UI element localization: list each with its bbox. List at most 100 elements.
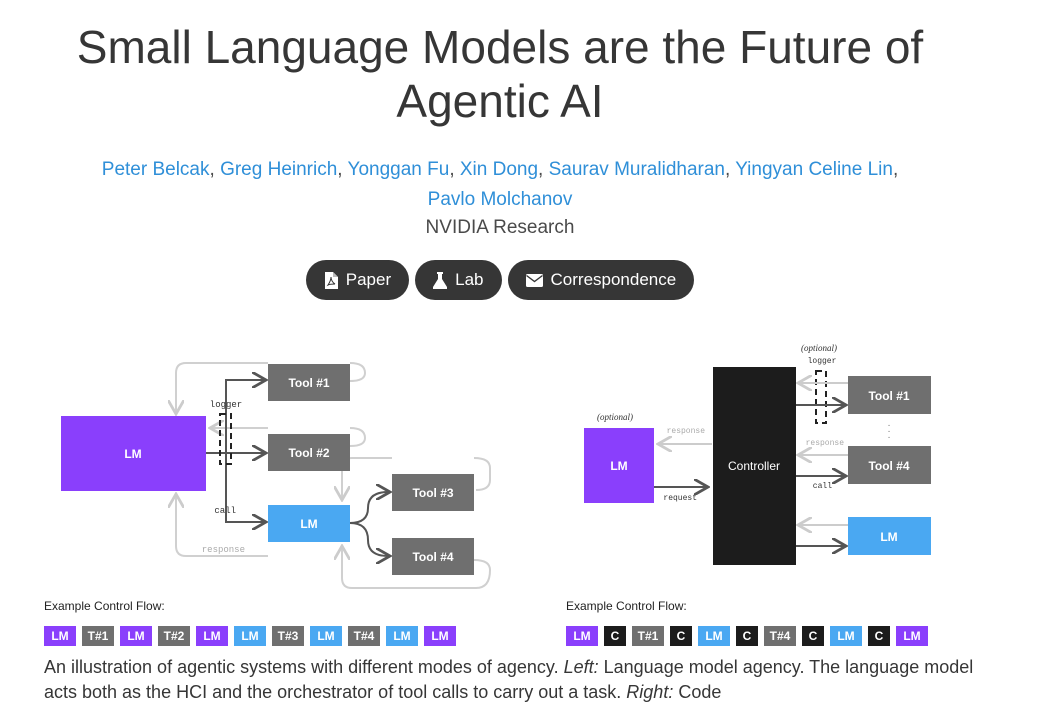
- optional-top-label: (optional): [801, 343, 837, 353]
- author-sep: ,: [724, 159, 736, 180]
- call-arrow-lm: [225, 453, 264, 522]
- flow-chip: LM: [120, 626, 152, 646]
- paper-button[interactable]: Paper: [305, 260, 410, 300]
- envelope-icon: [525, 273, 543, 287]
- tool3-box: [392, 474, 474, 511]
- right-response2-label: response: [806, 439, 845, 448]
- left-flow-label: Example Control Flow:: [44, 599, 165, 613]
- call-arrow-tool4: [349, 522, 388, 556]
- flask-icon: [433, 271, 448, 289]
- caption-text: Code: [673, 682, 722, 702]
- tool1-box: [268, 364, 350, 401]
- tool1-label: Tool #1: [288, 376, 329, 390]
- tool4-label: Tool #4: [412, 550, 453, 564]
- right-logger-box: [815, 370, 827, 424]
- tool3-label: Tool #3: [412, 486, 453, 500]
- flow-chip: C: [868, 626, 890, 646]
- logger-label: logger: [210, 400, 242, 410]
- tool2-box: [268, 434, 350, 471]
- flow-chip: T#2: [158, 626, 190, 646]
- flow-chip: LM: [566, 626, 598, 646]
- tool4-box: [392, 538, 474, 575]
- right-tool1-label: Tool #1: [868, 389, 909, 403]
- call-label: call: [214, 506, 236, 516]
- right-lm-small-label: LM: [880, 530, 897, 544]
- ellipsis-dot: ·: [887, 426, 890, 437]
- response-label: response: [202, 545, 245, 555]
- caption-text: An illustration of agentic systems with …: [44, 657, 564, 677]
- right-lm-label: LM: [610, 459, 627, 473]
- caption-text: Language model agency. The language mode…: [44, 657, 974, 702]
- flow-chip: T#1: [82, 626, 114, 646]
- author-link[interactable]: Yingyan Celine Lin: [735, 159, 893, 180]
- left-diagram: LM logger call response Tool #1 Tool #2 …: [61, 362, 492, 589]
- author-list: Peter Belcak, Greg Heinrich, Yonggan Fu,…: [0, 155, 1000, 215]
- flow-chip: T#1: [632, 626, 664, 646]
- tool2-label: Tool #2: [288, 446, 329, 460]
- agency-diagram: LM logger call response Tool #1 Tool #2 …: [61, 343, 931, 589]
- author-link[interactable]: Xin Dong: [459, 159, 539, 180]
- flow-chip: LM: [698, 626, 730, 646]
- flow-chip: LM: [196, 626, 228, 646]
- flow-chip: T#4: [348, 626, 380, 646]
- right-tool4-box: [848, 446, 931, 484]
- lm-small-label: LM: [300, 517, 317, 531]
- optional-left-label: (optional): [597, 412, 633, 422]
- logger-box: [219, 413, 232, 465]
- flow-chip: C: [670, 626, 692, 646]
- author-line-1: Peter Belcak, Greg Heinrich, Yonggan Fu,…: [102, 159, 898, 180]
- lm-small-box: [268, 505, 350, 542]
- correspondence-label: Correspondence: [550, 270, 677, 289]
- author-link[interactable]: Peter Belcak: [101, 159, 210, 180]
- author-link[interactable]: Yonggan Fu: [347, 159, 450, 180]
- right-tool1-box: [848, 376, 931, 414]
- right-response-label: response: [667, 427, 706, 436]
- flow-chip: LM: [424, 626, 456, 646]
- ellipsis-dot: ·: [887, 432, 890, 443]
- flow-chip: LM: [830, 626, 862, 646]
- author-sep: ,: [337, 159, 348, 180]
- author-link[interactable]: Greg Heinrich: [220, 159, 338, 180]
- flow-chip: LM: [234, 626, 266, 646]
- lm-box-label: LM: [124, 447, 141, 461]
- lab-label: Lab: [455, 270, 484, 289]
- author-link[interactable]: Saurav Muralidharan: [548, 159, 725, 180]
- author-sep: ,: [538, 159, 549, 180]
- right-tool4-label: Tool #4: [868, 459, 909, 473]
- page-title: Small Language Models are the Future of …: [76, 21, 924, 127]
- flow-chip: C: [736, 626, 758, 646]
- author-sep: ,: [209, 159, 221, 180]
- author-sep: ,: [892, 159, 899, 180]
- flow-chip: T#3: [272, 626, 304, 646]
- ellipsis-dot: ·: [887, 420, 890, 431]
- link-buttons: Paper Lab Correspondence: [0, 260, 1000, 300]
- right-flow-label: Example Control Flow:: [566, 599, 687, 613]
- author-link[interactable]: Pavlo Molchanov: [427, 189, 573, 210]
- right-call-label: call: [813, 482, 832, 491]
- right-request-label: request: [663, 494, 697, 503]
- flow-chip: LM: [896, 626, 928, 646]
- lm-box: [61, 416, 206, 491]
- call-arrow-tool1: [206, 380, 264, 454]
- right-lm-box: [584, 428, 654, 503]
- return-arrow-response: [176, 496, 268, 557]
- lab-button[interactable]: Lab: [415, 260, 502, 300]
- flow-chip: LM: [310, 626, 342, 646]
- affiliation: NVIDIA Research: [425, 217, 575, 238]
- flow-chip: C: [802, 626, 824, 646]
- loop-tool1: [349, 362, 367, 382]
- caption-emphasis: Right:: [626, 682, 674, 702]
- flow-chip: T#4: [764, 626, 796, 646]
- flow-chip: C: [604, 626, 626, 646]
- figure-caption: An illustration of agentic systems with …: [44, 655, 1004, 705]
- correspondence-button[interactable]: Correspondence: [507, 260, 695, 300]
- call-arrow-tool3: [349, 492, 388, 524]
- right-diagram: (optional) LM response request Controlle…: [584, 343, 931, 565]
- caption-emphasis: Left:: [563, 657, 599, 677]
- paper-label: Paper: [345, 270, 392, 289]
- flow-chip: LM: [44, 626, 76, 646]
- author-sep: ,: [449, 159, 460, 180]
- return-arrow-top: [176, 362, 268, 412]
- pdf-file-icon: [324, 271, 338, 289]
